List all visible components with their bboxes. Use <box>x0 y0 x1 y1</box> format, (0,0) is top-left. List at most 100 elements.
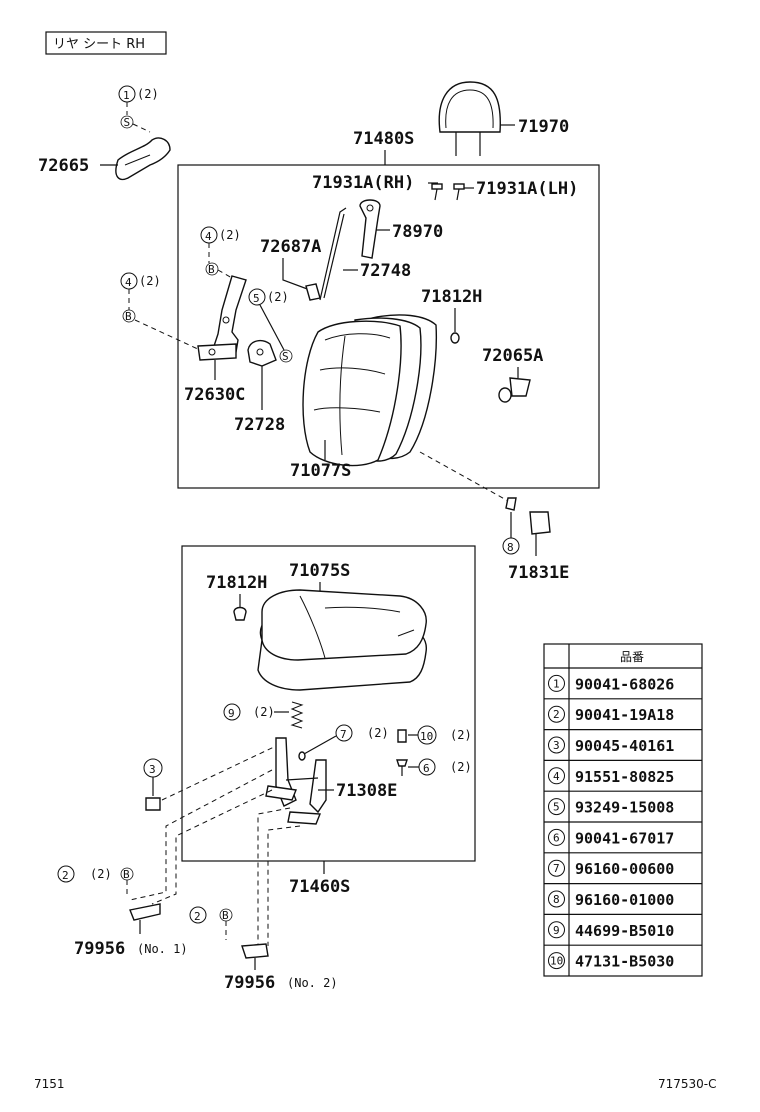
pn-clip-lower: 71812H <box>206 573 267 593</box>
pn-lock-support: 72687A <box>260 237 321 257</box>
pn-leg-cover-1: 79956 <box>74 939 125 959</box>
pn-leg-cover-2-tag: (No. 2) <box>287 976 338 990</box>
svg-text:(2): (2) <box>450 728 472 742</box>
clip-upper-drawing <box>450 332 460 344</box>
callout-2b: 2 B <box>189 906 233 940</box>
pn-bolt-lh: 71931A(LH) <box>476 179 578 199</box>
leg-cover-1-drawing <box>129 903 161 921</box>
parts-table-part-number: 96160-01000 <box>575 891 674 909</box>
pn-headrest: 71970 <box>518 117 569 137</box>
callout-4b: 4 (2) B <box>120 272 201 351</box>
callout-2a: 2 (2) B <box>57 865 134 896</box>
pn-leg-cover-2: 79956 <box>224 973 275 993</box>
page-title: リヤ シート RH <box>53 37 145 52</box>
svg-text:7: 7 <box>340 728 347 741</box>
title-box: リヤ シート RH <box>45 31 167 55</box>
parts-table-ref-circle <box>548 767 565 785</box>
pn-knob: 72065A <box>482 346 543 366</box>
callout-5: 5 (2) S <box>248 288 293 363</box>
parts-table-part-number: 44699-B5010 <box>575 922 674 940</box>
parts-table-ref-num: 10 <box>550 955 563 968</box>
svg-text:S: S <box>282 350 289 363</box>
parts-table-part-number: 96160-00600 <box>575 860 674 878</box>
cushion-drawing <box>257 589 427 691</box>
svg-text:B: B <box>222 909 229 922</box>
parts-table-part-number: 90041-67017 <box>575 829 674 847</box>
pn-clip-upper: 71812H <box>421 287 482 307</box>
back-pad-drawing <box>302 314 437 467</box>
svg-text:(2): (2) <box>253 705 275 719</box>
svg-text:(2): (2) <box>90 867 112 881</box>
callout-8: 8 <box>502 512 520 555</box>
pn-back-pad: 71077S <box>290 461 351 481</box>
svg-text:B: B <box>125 310 132 323</box>
lock-support-drawing <box>305 283 321 301</box>
parts-table-ref-circle <box>548 674 565 692</box>
parts-table-ref-num: 1 <box>553 677 560 690</box>
parts-table-ref-circle <box>548 859 565 877</box>
svg-text:1: 1 <box>123 89 130 102</box>
svg-text:(2): (2) <box>139 274 161 288</box>
parts-table-ref-circle <box>548 921 565 939</box>
belt-guide-drawing <box>505 497 551 556</box>
parts-table-header: 品番 <box>620 650 644 664</box>
callout-9: 9 (2) <box>223 703 289 721</box>
parts-table-part-number: 90041-19A18 <box>575 706 674 724</box>
footer-left: 7151 <box>34 1077 65 1091</box>
svg-text:(2): (2) <box>367 726 389 740</box>
clip-lower-drawing <box>233 606 247 621</box>
callout-4a: 4 (2) B <box>200 226 241 279</box>
pn-belt-guide: 71831E <box>508 563 569 583</box>
knob-drawing <box>498 377 531 403</box>
parts-table-ref-circle <box>548 705 565 723</box>
seatback-assembly-frame <box>177 164 600 489</box>
parts-table-ref-num: 9 <box>553 924 560 937</box>
pn-back-assy: 71480S <box>353 129 414 149</box>
svg-text:S: S <box>124 116 131 129</box>
svg-text:B: B <box>208 263 215 276</box>
footer-right: 717530-C <box>658 1077 717 1091</box>
rod-drawing <box>319 207 347 301</box>
svg-text:B: B <box>123 868 130 881</box>
callout-10: 10 (2) <box>397 725 472 745</box>
spring-drawing <box>290 701 304 729</box>
parts-table-part-number: 91551-80825 <box>575 768 674 786</box>
svg-text:4: 4 <box>125 276 132 289</box>
hinge-drawing <box>197 275 247 361</box>
bolt-rh-drawing <box>431 183 443 201</box>
callout-6: 6 (2) <box>396 758 472 776</box>
parts-table-ref-num: 2 <box>553 708 560 721</box>
callout-7: 7 (2) <box>298 724 389 761</box>
svg-text:2: 2 <box>194 910 201 923</box>
svg-text:(2): (2) <box>450 760 472 774</box>
pn-leg-cover-1-tag: (No. 1) <box>137 942 188 956</box>
pn-bolt-rh: 71931A(RH) <box>312 173 414 193</box>
svg-text:10: 10 <box>420 730 433 743</box>
svg-text:3: 3 <box>149 763 156 776</box>
parts-table-part-number: 93249-15008 <box>575 799 674 817</box>
leg-cover-2-drawing <box>241 943 269 959</box>
pn-cushion-total: 71460S <box>289 877 350 897</box>
parts-table-ref-circle <box>548 952 565 970</box>
parts-table-part-number: 47131-B5030 <box>575 953 674 971</box>
handle-drawing <box>359 199 381 259</box>
svg-text:(2): (2) <box>219 228 241 242</box>
pn-cushion-assy: 71075S <box>289 561 350 581</box>
svg-text:2: 2 <box>62 869 69 882</box>
hinge-cover-drawing <box>115 137 171 181</box>
svg-text:4: 4 <box>205 230 212 243</box>
svg-text:(2): (2) <box>267 290 289 304</box>
callout-1: 1 (2) S <box>118 85 159 133</box>
svg-text:5: 5 <box>253 292 260 305</box>
parts-table-ref-num: 3 <box>553 739 560 752</box>
parts-table-part-number: 90041-68026 <box>575 675 674 693</box>
headrest-drawing <box>438 81 515 156</box>
pn-hinge: 72630C <box>184 385 245 405</box>
svg-text:8: 8 <box>507 541 514 554</box>
parts-table-ref-circle <box>548 798 565 816</box>
callout-3: 3 <box>143 758 163 811</box>
bolt-lh-drawing <box>453 183 465 201</box>
hook-drawing <box>247 339 277 367</box>
